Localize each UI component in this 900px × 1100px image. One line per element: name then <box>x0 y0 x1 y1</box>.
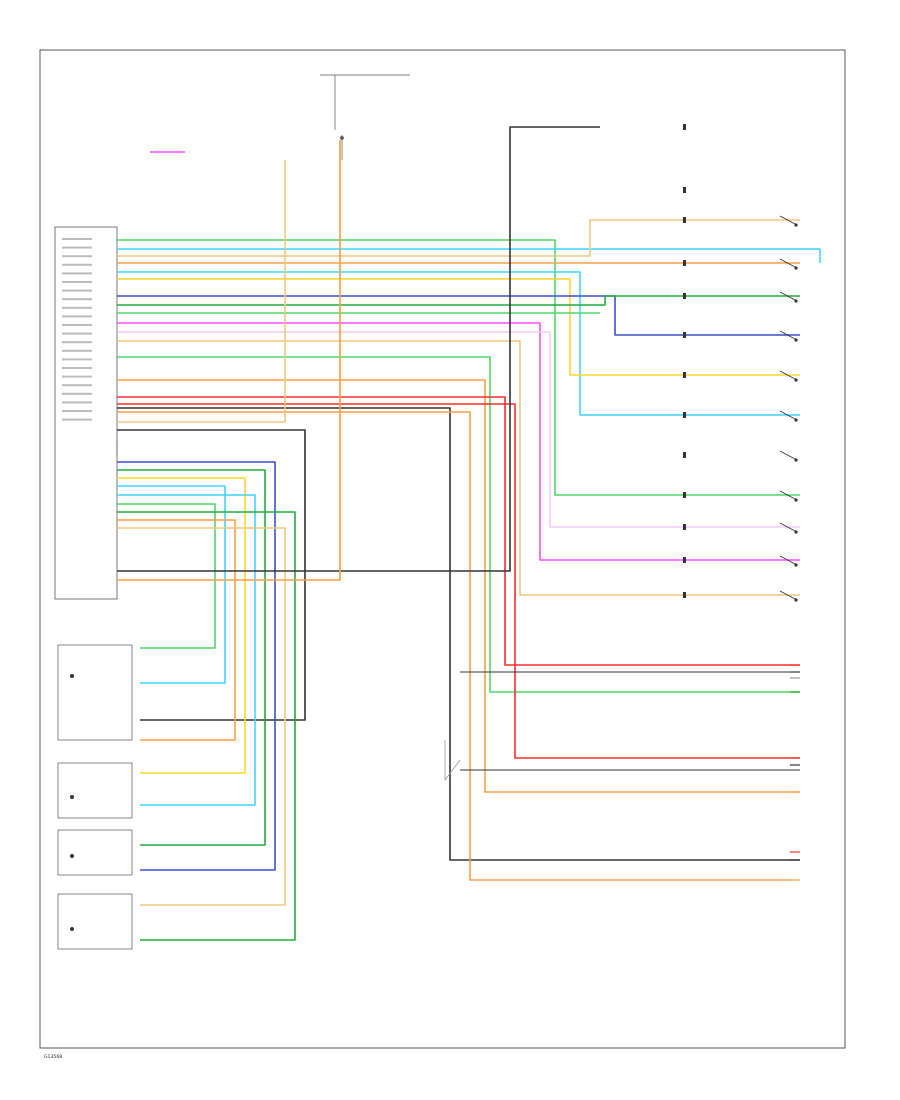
module-wire-lower-4 <box>117 485 226 684</box>
seat-switch-box-2 <box>57 762 133 819</box>
inline-connector-8 <box>683 412 686 418</box>
module-wire-lower-9 <box>117 527 286 906</box>
seat-switch-box-4 <box>57 893 133 950</box>
module-wire-upper-11 <box>117 331 800 528</box>
pin-label-glyph <box>62 315 92 318</box>
module-wire-lower-7 <box>117 511 296 941</box>
module-wire-lower-2 <box>117 469 266 846</box>
footer-code: G13568 <box>44 1054 62 1060</box>
module-wire-upper-3 <box>117 219 800 257</box>
seat-switch-contact-8 <box>779 490 798 502</box>
pin-label-glyph <box>62 238 92 240</box>
seat-switch-contact-5 <box>779 370 798 382</box>
seat-switch-contact-1 <box>779 215 798 227</box>
fuse-block-top <box>320 74 410 160</box>
module-wire-upper-7 <box>117 295 800 336</box>
pin-label-glyph <box>62 410 92 412</box>
pin-label-glyph <box>62 255 92 258</box>
pin-label-glyph <box>62 263 92 266</box>
module-wire-upper-18 <box>117 411 800 881</box>
pin-label-glyph <box>62 392 92 395</box>
pin-label-glyph <box>62 332 92 335</box>
module-wire-upper-1 <box>117 239 800 496</box>
seat-switch-contact-10 <box>779 555 798 567</box>
pin-label-glyph <box>62 246 92 249</box>
diagram-border <box>39 49 846 1049</box>
seat-switch-contact-6 <box>779 410 798 422</box>
seat-switch-contact-3 <box>779 291 798 303</box>
module-wire-upper-6 <box>117 278 800 376</box>
pin-label-glyph <box>62 289 92 292</box>
pin-label-glyph <box>62 401 92 404</box>
inline-connector-6 <box>683 332 686 338</box>
module-wire-upper-5 <box>117 271 800 416</box>
module-wire-battery <box>117 140 341 581</box>
pin-label-glyph <box>62 298 92 301</box>
module-wire-upper-20 <box>117 429 306 721</box>
module-wire-lower-1 <box>117 461 276 871</box>
module-wire-lower-3 <box>117 477 246 774</box>
pin-label-glyph <box>62 349 92 352</box>
module-wire-lower-5 <box>117 494 256 806</box>
pin-label-glyph <box>62 384 92 387</box>
module-wire-upper-16 <box>117 403 800 759</box>
module-wire-upper-8 <box>117 295 800 306</box>
inline-connector-11 <box>683 524 686 530</box>
inline-connector-2 <box>683 187 686 193</box>
pin-label-glyph <box>62 358 92 361</box>
power-seat-module-connector <box>54 226 118 600</box>
pin-label-glyph <box>62 272 92 275</box>
pin-label-glyph <box>62 418 92 421</box>
pin-label-glyph <box>62 281 92 283</box>
inline-connector-7 <box>683 372 686 378</box>
seat-switch-box-3 <box>57 829 133 876</box>
module-wire-upper-17 <box>117 407 800 861</box>
seat-switch-contact-11 <box>779 590 798 602</box>
seat-switch-contact-4 <box>779 330 798 342</box>
module-wire-upper-14 <box>117 379 800 793</box>
inline-connector-3 <box>683 217 686 223</box>
inline-connector-12 <box>683 557 686 563</box>
module-wire-upper-19 <box>117 160 286 423</box>
module-wire-lower-6 <box>117 503 216 649</box>
module-wire-lower-8 <box>117 519 236 741</box>
seat-switch-box-1 <box>57 644 133 741</box>
seat-switch-contact-9 <box>779 522 798 534</box>
inline-connector-13 <box>683 592 686 598</box>
module-wire-ground <box>117 126 600 572</box>
inline-connector-1 <box>683 124 686 130</box>
module-wire-upper-13 <box>117 356 800 693</box>
inline-connector-5 <box>683 293 686 299</box>
pin-label-glyph <box>62 306 92 309</box>
sensor-ground-3 <box>444 740 461 781</box>
inline-connector-9 <box>683 452 686 458</box>
seat-switch-contact-2 <box>779 258 798 270</box>
pin-label-glyph <box>62 367 92 369</box>
pin-label-glyph <box>62 375 92 378</box>
module-wire-upper-2 <box>117 248 821 263</box>
pin-label-glyph <box>62 341 92 344</box>
module-wire-upper-10 <box>117 322 800 561</box>
module-wire-upper-15 <box>117 396 800 666</box>
pin-label-glyph <box>62 324 92 326</box>
inline-connector-10 <box>683 492 686 498</box>
module-wire-upper-12 <box>117 340 800 596</box>
inline-connector-4 <box>683 260 686 266</box>
seat-switch-contact-7 <box>779 450 798 462</box>
